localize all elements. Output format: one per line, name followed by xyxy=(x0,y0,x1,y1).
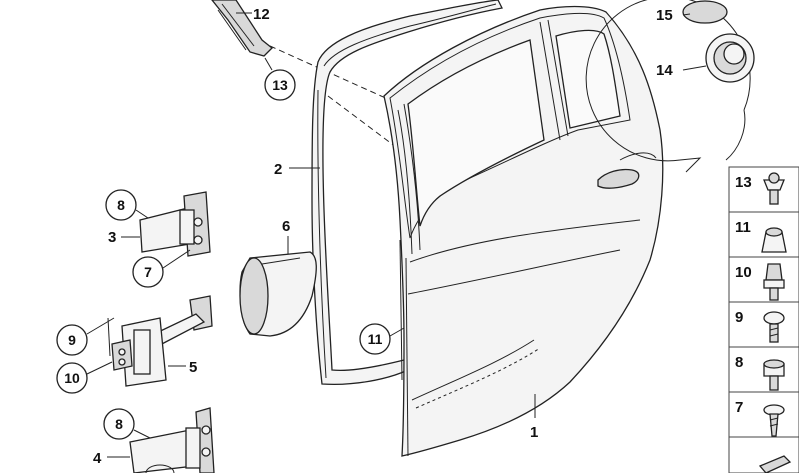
pocket-part xyxy=(239,251,317,337)
screw-9-icon xyxy=(763,311,785,343)
rivet-13-icon xyxy=(763,172,785,205)
label-15: 15 xyxy=(656,7,673,24)
door-check-part xyxy=(111,295,213,387)
label-6: 6 xyxy=(282,218,290,235)
callout-circle-10 xyxy=(56,362,88,394)
label-3: 3 xyxy=(108,229,116,246)
label-12: 12 xyxy=(253,6,270,23)
column-label-8: 8 xyxy=(735,354,743,371)
label-10: 10 xyxy=(64,370,80,386)
trim-strip-part xyxy=(211,0,273,57)
screw-7-icon xyxy=(763,404,785,437)
callout-circle-9 xyxy=(56,324,88,356)
callout-circle-7-upper xyxy=(132,256,164,288)
callout-circle-11 xyxy=(359,323,391,355)
door-seal-part xyxy=(311,0,503,386)
label-2: 2 xyxy=(274,161,282,178)
label-11-callout: 11 xyxy=(368,331,383,347)
fastener-column xyxy=(728,166,799,473)
column-label-10: 10 xyxy=(735,264,752,281)
bolt-8-icon xyxy=(763,359,785,391)
label-5: 5 xyxy=(189,359,197,376)
upper-hinge-part xyxy=(139,191,211,257)
callout-circle-8-upper xyxy=(105,189,137,221)
column-label-7: 7 xyxy=(735,399,743,416)
bolt-10-icon xyxy=(763,263,785,301)
label-1: 1 xyxy=(530,424,538,441)
clip-11-icon xyxy=(761,227,787,253)
detail-inset xyxy=(585,0,755,173)
label-13-callout: 13 xyxy=(272,77,288,93)
callout-circle-8-lower xyxy=(103,408,135,440)
label-7-upper: 7 xyxy=(144,264,152,280)
column-label-9: 9 xyxy=(735,309,743,326)
label-4: 4 xyxy=(93,450,102,467)
label-14: 14 xyxy=(656,62,673,79)
column-label-13: 13 xyxy=(735,174,752,191)
label-8-lower: 8 xyxy=(115,416,123,432)
column-label-11: 11 xyxy=(735,219,751,236)
lower-hinge-part xyxy=(129,407,215,473)
rear-door-part xyxy=(383,5,664,457)
callout-circle-13 xyxy=(264,69,296,101)
label-9: 9 xyxy=(68,332,76,348)
label-8-upper: 8 xyxy=(117,197,125,213)
